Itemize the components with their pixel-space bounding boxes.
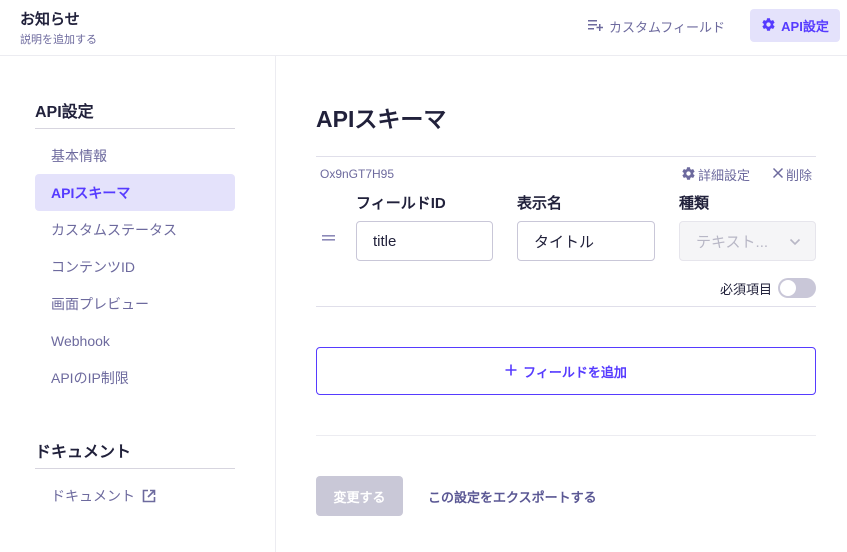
- required-setting: 必須項目: [720, 278, 816, 298]
- add-field-button[interactable]: フィールドを追加: [316, 347, 816, 395]
- display-name-label: 表示名: [517, 195, 563, 212]
- api-settings-label: API設定: [781, 19, 829, 34]
- divider: [35, 468, 235, 469]
- sidebar-item-documents-link[interactable]: ドキュメント: [35, 477, 235, 514]
- list-add-icon: [588, 19, 604, 34]
- page-title: APIスキーマ: [316, 106, 447, 132]
- divider: [35, 128, 235, 129]
- sidebar: API設定 基本情報 APIスキーマ カスタムステータス コンテンツID 画面プ…: [0, 56, 276, 552]
- toggle-knob: [780, 280, 796, 296]
- divider: [316, 435, 816, 436]
- drag-handle-icon[interactable]: [322, 229, 335, 247]
- plus-icon: [505, 364, 517, 379]
- field-type-value: テキスト...: [696, 233, 769, 251]
- documents-link-label: ドキュメント: [51, 487, 135, 504]
- sidebar-item-content-id[interactable]: コンテンツID: [51, 258, 135, 275]
- field-id-label: フィールドID: [356, 195, 446, 212]
- field-id-input[interactable]: [356, 221, 493, 261]
- sidebar-heading-api-settings: API設定: [35, 104, 94, 121]
- sidebar-heading-documents: ドキュメント: [35, 444, 132, 461]
- header-bar: お知らせ 説明を追加する カスタムフィールド API設定: [0, 0, 847, 56]
- save-button[interactable]: 変更する: [316, 476, 403, 516]
- custom-field-label: カスタムフィールド: [609, 19, 725, 35]
- sidebar-item-custom-status[interactable]: カスタムステータス: [51, 221, 177, 238]
- page-heading: お知らせ: [20, 11, 80, 28]
- schema-field-row: Ox9nGT7H95 詳細設定 削除 フィールドID 表示名 種類: [316, 156, 816, 307]
- sidebar-item-api-schema[interactable]: APIスキーマ: [35, 174, 235, 211]
- export-settings-link[interactable]: この設定をエクスポートする: [428, 490, 597, 505]
- main-content: APIスキーマ Ox9nGT7H95 詳細設定 削除 フィールドID 表示名 種…: [277, 56, 847, 552]
- gear-icon: [681, 166, 696, 184]
- chevron-down-icon: [789, 233, 801, 250]
- add-description-link[interactable]: 説明を追加する: [20, 34, 97, 46]
- display-name-input[interactable]: [517, 221, 655, 261]
- sidebar-item-basic-info[interactable]: 基本情報: [51, 147, 107, 164]
- sidebar-item-ip-restriction[interactable]: APIのIP制限: [51, 369, 129, 386]
- delete-label: 削除: [786, 168, 813, 183]
- detail-settings-label: 詳細設定: [698, 168, 751, 183]
- detail-settings-button[interactable]: 詳細設定: [681, 165, 750, 184]
- add-field-label: フィールドを追加: [523, 364, 627, 380]
- type-label: 種類: [679, 195, 710, 212]
- required-label: 必須項目: [719, 281, 772, 297]
- custom-field-button[interactable]: カスタムフィールド: [588, 14, 725, 38]
- sidebar-item-webhook[interactable]: Webhook: [51, 332, 110, 349]
- sidebar-item-preview[interactable]: 画面プレビュー: [51, 295, 149, 312]
- close-icon: [772, 167, 784, 182]
- external-link-icon: [142, 489, 156, 503]
- api-settings-button[interactable]: API設定: [750, 9, 840, 42]
- field-type-select[interactable]: テキスト...: [679, 221, 816, 261]
- required-toggle[interactable]: [778, 278, 816, 298]
- delete-field-button[interactable]: 削除: [772, 165, 812, 184]
- gear-icon: [761, 17, 776, 35]
- field-key: Ox9nGT7H95: [320, 167, 395, 181]
